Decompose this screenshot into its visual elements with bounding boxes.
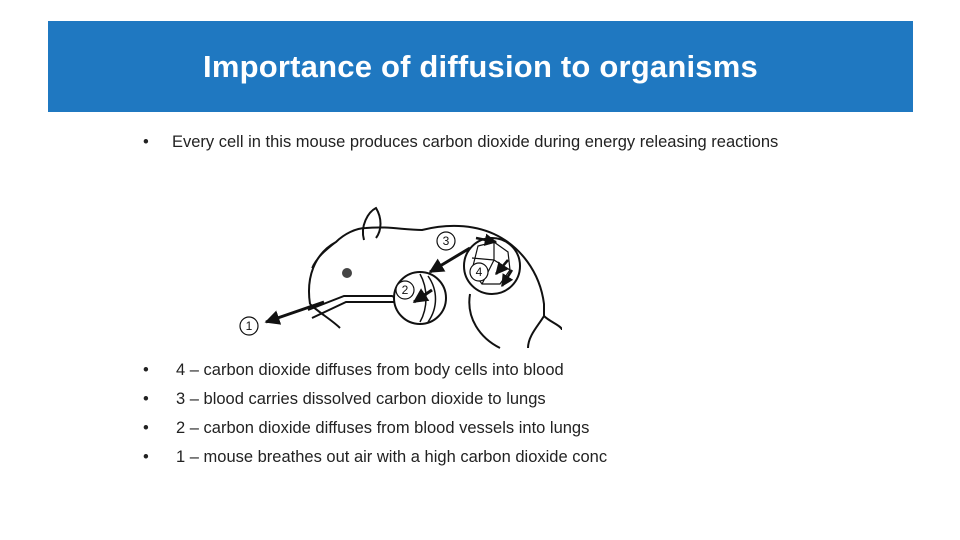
step-item-3: • 3 – blood carries dissolved carbon dio… <box>143 385 843 414</box>
mouse-body-outline <box>308 224 562 349</box>
bullet-dot: • <box>143 133 149 151</box>
arrow-2 <box>412 288 433 304</box>
mouse-snout <box>311 241 337 269</box>
bullet-dot: • <box>143 361 149 379</box>
arrow-1 <box>264 300 325 325</box>
step-item-4: • 4 – carbon dioxide diffuses from body … <box>143 356 843 385</box>
step-text: 2 – carbon dioxide diffuses from blood v… <box>176 419 590 437</box>
bullet-dot: • <box>143 448 149 466</box>
label-circle-1 <box>239 316 259 336</box>
title-bar: Importance of diffusion to organisms <box>48 21 913 112</box>
slide-title: Importance of diffusion to organisms <box>203 48 758 84</box>
bullet-dot: • <box>143 419 149 437</box>
label-2: 2 <box>402 283 409 297</box>
mouse-diagram: 1 2 3 4 <box>239 206 562 349</box>
arrow-3 <box>428 246 471 274</box>
bullet-dot: • <box>143 390 149 408</box>
arrow-4b <box>495 259 509 275</box>
label-1: 1 <box>246 319 253 333</box>
label-circle-3 <box>436 231 456 251</box>
arrow-4a <box>475 233 498 246</box>
mouse-ear <box>362 206 382 241</box>
intro-text: Every cell in this mouse produces carbon… <box>172 133 779 151</box>
intro-bullet: • Every cell in this mouse produces carb… <box>143 130 783 154</box>
label-3: 3 <box>443 234 450 248</box>
step-text: 4 – carbon dioxide diffuses from body ce… <box>176 361 564 379</box>
step-text: 1 – mouse breathes out air with a high c… <box>176 448 608 466</box>
mouse-eye <box>342 268 352 278</box>
arrow-4c <box>500 269 514 288</box>
step-item-1: • 1 – mouse breathes out air with a high… <box>143 443 843 472</box>
step-text: 3 – blood carries dissolved carbon dioxi… <box>176 390 546 408</box>
step-item-2: • 2 – carbon dioxide diffuses from blood… <box>143 414 843 443</box>
label-circle-4 <box>469 262 489 282</box>
steps-list: • 4 – carbon dioxide diffuses from body … <box>143 356 843 472</box>
label-4: 4 <box>476 265 483 279</box>
